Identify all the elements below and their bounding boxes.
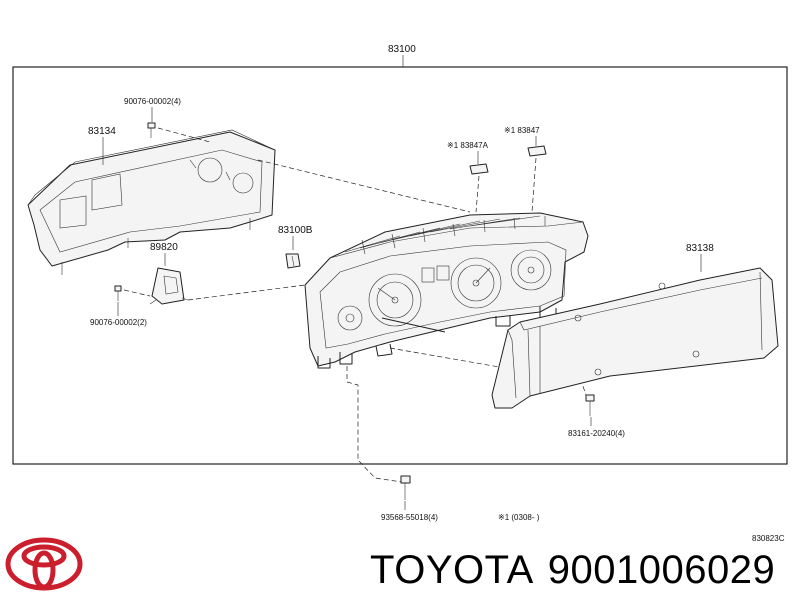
dash-bolt-top	[157, 127, 211, 143]
footer-brand-line: TOYOTA 9001006029	[370, 545, 775, 595]
bolt-left-icon	[114, 285, 122, 301]
dash-cover-cluster	[257, 159, 471, 213]
dash-83847A	[475, 175, 480, 213]
label-screw-bottom: 93568-55018(4)	[381, 513, 438, 522]
label-83847: ※1 83847	[504, 126, 540, 135]
screw-right-icon	[585, 394, 595, 416]
label-bolt-top: 90076-00002(4)	[124, 97, 181, 106]
label-89820: 89820	[150, 242, 178, 253]
drawing-code: 830823C	[752, 534, 785, 543]
label-bolt-left: 90076-00002(2)	[90, 318, 147, 327]
part-83847A-tab	[469, 163, 489, 175]
part-83134-rear-cover	[27, 129, 276, 275]
part-number: 9001006029	[547, 548, 776, 592]
toyota-logo-icon	[5, 537, 83, 591]
label-83100B: 83100B	[278, 225, 313, 236]
part-89820-connector	[149, 267, 189, 305]
part-83847-tab	[527, 145, 547, 157]
dash-83847	[531, 157, 537, 213]
label-83847A: ※1 83847A	[447, 141, 489, 150]
instrument-cluster-body	[304, 212, 589, 369]
part-83138-lens	[491, 267, 779, 409]
part-83100B-clip	[285, 253, 301, 269]
dash-cluster-screw-bottom	[346, 366, 403, 483]
dash-connector	[187, 284, 306, 301]
label-83100: 83100	[388, 44, 416, 55]
bolt-top-icon	[147, 122, 156, 138]
dash-bolt-left	[123, 289, 151, 297]
screw-bottom-icon	[400, 475, 411, 500]
footnote: ※1 (0308- )	[498, 513, 540, 522]
brand-name: TOYOTA	[370, 548, 534, 592]
dash-cluster-lens	[389, 347, 506, 369]
label-screw-right: 83161-20240(4)	[568, 429, 625, 438]
label-83134: 83134	[88, 126, 116, 137]
assembly-frame	[12, 66, 788, 465]
label-83138: 83138	[686, 243, 714, 254]
